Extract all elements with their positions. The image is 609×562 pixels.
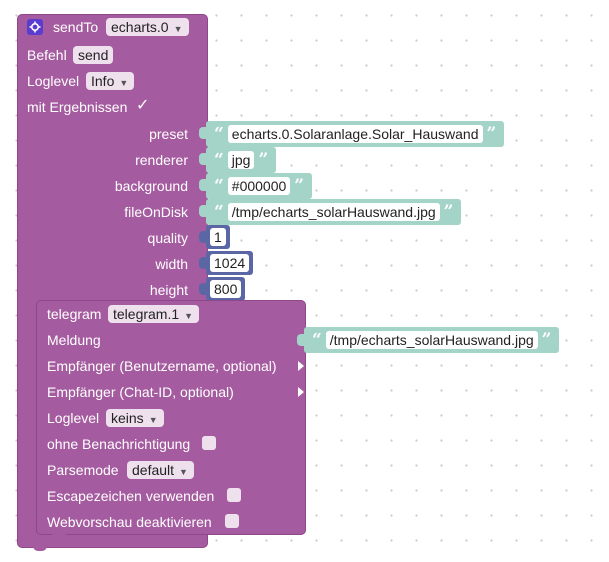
width-value[interactable]: 1024 xyxy=(210,254,250,272)
height-value[interactable]: 800 xyxy=(210,280,242,298)
results-checkbox[interactable]: ✓ xyxy=(136,97,150,114)
param-label-fileondisk: fileOnDisk xyxy=(124,204,188,220)
loglevel-dropdown[interactable]: Info ▼ xyxy=(86,72,135,90)
string-block-connector xyxy=(199,179,207,191)
quote-icon: “ xyxy=(214,176,224,196)
dropdown-arrow-icon: ▼ xyxy=(148,415,158,425)
dropdown-arrow-icon: ▼ xyxy=(173,24,183,34)
dropdown-arrow-icon: ▼ xyxy=(119,78,129,88)
string-block-connector xyxy=(297,334,305,346)
ohne-benachrichtigung-checkbox[interactable] xyxy=(202,436,216,450)
quote-icon: ” xyxy=(258,150,269,170)
telegram-block[interactable] xyxy=(36,300,306,535)
telegram-instance-value: telegram.1 xyxy=(113,306,180,322)
param-label-background: background xyxy=(114,178,188,194)
results-label: mit Ergebnissen xyxy=(27,99,128,115)
renderer-value[interactable]: jpg xyxy=(227,151,255,169)
number-block-connector xyxy=(199,257,207,269)
loglevel-value: Info xyxy=(91,73,115,89)
string-block-preset[interactable]: “ echarts.0.Solaranlage.Solar_Hauswand ” xyxy=(206,121,505,147)
string-block-fileondisk[interactable]: “ /tmp/echarts_solarHauswand.jpg ” xyxy=(206,199,462,225)
ohne-benachrichtigung-label: ohne Benachrichtigung xyxy=(47,436,191,452)
block-bottom-notch xyxy=(33,545,47,551)
parsemode-label: Parsemode xyxy=(47,462,119,478)
gear-icon[interactable] xyxy=(27,19,43,35)
number-block-width[interactable]: 1024 xyxy=(206,251,254,275)
block-bottom-notch xyxy=(52,533,66,539)
param-label-quality: quality xyxy=(147,230,188,246)
string-block-background[interactable]: “ #000000 ” xyxy=(206,173,313,199)
sendto-title: sendTo xyxy=(53,19,99,35)
quote-icon: ” xyxy=(443,202,454,222)
telegram-title: telegram xyxy=(47,306,102,322)
string-block-connector xyxy=(199,153,207,165)
string-block-connector xyxy=(199,127,207,139)
telegram-loglevel-dropdown[interactable]: keins ▼ xyxy=(106,409,164,427)
dropdown-arrow-icon: ▼ xyxy=(179,467,188,477)
number-block-connector xyxy=(199,231,207,243)
loglevel-label: Loglevel xyxy=(27,73,80,89)
telegram-loglevel-label: Loglevel xyxy=(47,410,100,426)
quote-icon: “ xyxy=(214,150,224,170)
escapezeichen-checkbox[interactable] xyxy=(227,488,241,502)
number-block-quality[interactable]: 1 xyxy=(206,225,230,249)
sendto-instance-dropdown[interactable]: echarts.0 ▼ xyxy=(106,18,189,36)
number-block-connector xyxy=(199,283,207,295)
input-socket[interactable] xyxy=(298,361,304,371)
meldung-value[interactable]: /tmp/echarts_solarHauswand.jpg xyxy=(325,331,538,349)
befehl-label: Befehl xyxy=(27,47,67,63)
parsemode-value: default xyxy=(132,462,175,478)
background-value[interactable]: #000000 xyxy=(227,177,291,195)
sendto-instance-value: echarts.0 xyxy=(111,19,169,35)
quote-icon: ” xyxy=(486,124,497,144)
fileondisk-value[interactable]: /tmp/echarts_solarHauswand.jpg xyxy=(227,203,440,221)
quality-value[interactable]: 1 xyxy=(210,228,226,246)
param-label-renderer: renderer xyxy=(135,152,188,168)
input-socket[interactable] xyxy=(298,387,304,397)
param-label-preset: preset xyxy=(149,126,188,142)
webvorschau-checkbox[interactable] xyxy=(225,514,239,528)
webvorschau-label: Webvorschau deaktivieren xyxy=(47,514,212,530)
quote-icon: ” xyxy=(541,330,552,350)
quote-icon: “ xyxy=(214,124,224,144)
befehl-field[interactable]: send xyxy=(73,46,114,64)
param-label-height: height xyxy=(149,282,188,298)
escapezeichen-label: Escapezeichen verwenden xyxy=(47,488,215,504)
number-block-height[interactable]: 800 xyxy=(206,277,246,301)
parsemode-dropdown[interactable]: default ▼ xyxy=(127,461,194,479)
quote-icon: ” xyxy=(294,176,305,196)
quote-icon: “ xyxy=(214,202,224,222)
string-block-meldung[interactable]: “ /tmp/echarts_solarHauswand.jpg ” xyxy=(304,327,560,353)
dropdown-arrow-icon: ▼ xyxy=(184,311,194,321)
string-block-renderer[interactable]: “ jpg ” xyxy=(206,147,277,173)
empfaenger-chat-label: Empfänger (Chat-ID, optional) xyxy=(47,384,234,400)
telegram-loglevel-value: keins xyxy=(111,410,144,426)
param-label-width: width xyxy=(155,256,188,272)
meldung-label: Meldung xyxy=(47,332,101,348)
quote-icon: “ xyxy=(312,330,322,350)
telegram-instance-dropdown[interactable]: telegram.1 ▼ xyxy=(108,305,200,323)
string-block-connector xyxy=(199,205,207,217)
preset-value[interactable]: echarts.0.Solaranlage.Solar_Hauswand xyxy=(227,125,483,143)
empfaenger-user-label: Empfänger (Benutzername, optional) xyxy=(47,358,277,374)
